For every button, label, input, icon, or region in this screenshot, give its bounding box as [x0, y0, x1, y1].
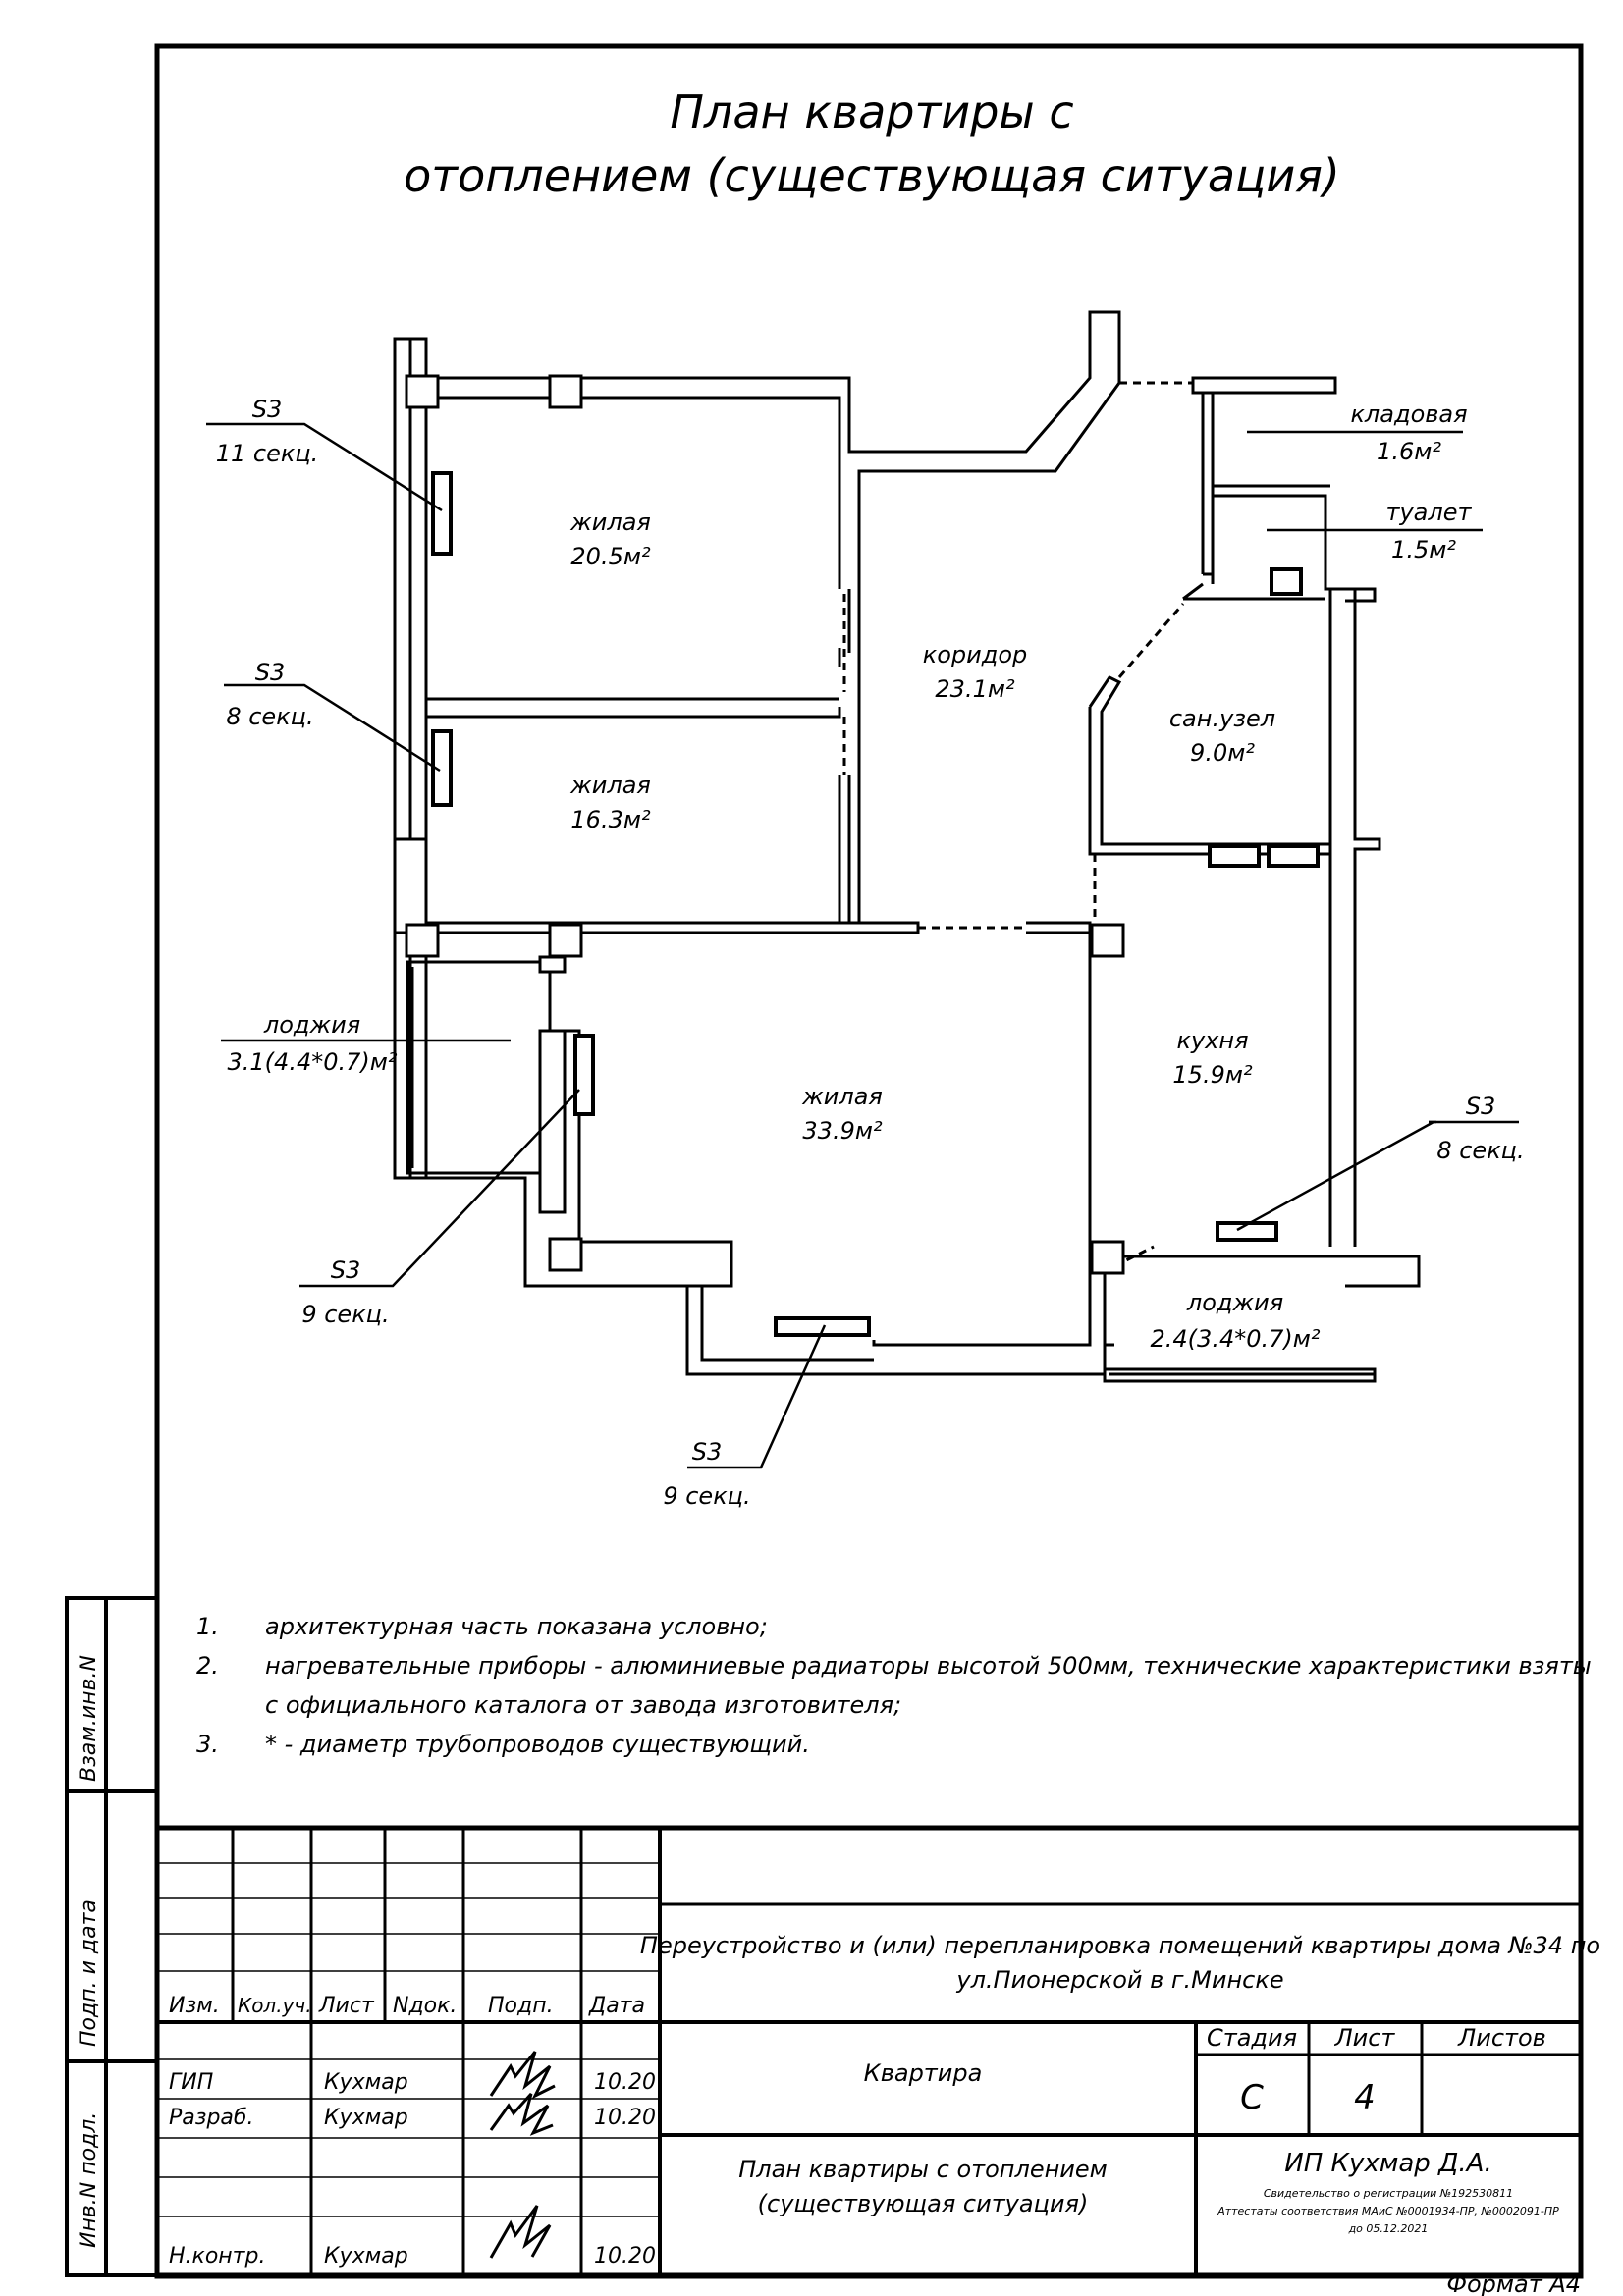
note-2-num: 2. [196, 1652, 219, 1680]
side-vzam-label: Взам.инв.N [77, 1655, 101, 1782]
date-nkontr: 10.20 [594, 2244, 656, 2269]
plan-title-line1: План квартиры с [670, 85, 1073, 138]
signature-mark [489, 2051, 556, 2259]
format-label: Формат А4 [1446, 2270, 1581, 2296]
drawing-name-2: (существующая ситуация) [758, 2190, 1089, 2217]
room-7-area: 3.1(4.4*0.7)м² [228, 1048, 398, 1076]
room-7-name: лоджия [263, 1011, 360, 1039]
room-3-name: коридор [923, 641, 1028, 668]
plan-title-line2: отоплением (существующая ситуация) [404, 149, 1340, 202]
date-gip: 10.20 [594, 2070, 656, 2095]
radiator-5-type: S3 [1466, 1093, 1496, 1120]
stage-value: С [1240, 2078, 1264, 2117]
radiator-3-type: S3 [331, 1256, 361, 1284]
radiator-4-type: S3 [692, 1438, 723, 1466]
radiator-5-sections: 8 секц. [1436, 1137, 1524, 1164]
radiator-3-sections: 9 секц. [301, 1301, 389, 1328]
name-razrab: Кухмар [324, 2106, 408, 2130]
note-1-num: 1. [196, 1613, 219, 1640]
hdr-podp: Подп. [488, 1994, 554, 2018]
room-4-name: кладовая [1350, 400, 1467, 428]
room-1-area: 20.5м² [570, 543, 651, 570]
name-gip: Кухмар [324, 2070, 408, 2095]
radiator-3 [573, 1034, 595, 1116]
role-nkontr: Н.контр. [169, 2244, 265, 2269]
drawing-name-1: План квартиры с отоплением [738, 2156, 1108, 2183]
hdr-koluch: Кол.уч. [238, 1994, 312, 2017]
room-5-name: туалет [1386, 499, 1473, 526]
radiator-4-sections: 9 секц. [663, 1482, 750, 1510]
sheet-value: 4 [1354, 2078, 1376, 2117]
room-4-area: 1.6м² [1377, 438, 1441, 465]
note-2-text: нагревательные приборы - алюминиевые рад… [265, 1652, 1592, 1680]
object-name: Квартира [864, 2059, 983, 2087]
radiator-1 [431, 471, 453, 556]
sheets-label: Листов [1457, 2024, 1546, 2052]
company-name: ИП Кухмар Д.А. [1284, 2149, 1491, 2178]
room-8-area: 33.9м² [802, 1117, 883, 1145]
room-6-area: 9.0м² [1190, 739, 1255, 767]
note-3-num: 3. [196, 1731, 219, 1758]
floor-plan [393, 310, 1421, 1383]
room-6-name: сан.узел [1169, 705, 1275, 732]
radiator-2 [431, 729, 453, 807]
structural-columns [405, 374, 1125, 1275]
cert-line2: Аттестаты соответствия МАиС №0001934-ПР,… [1217, 2205, 1559, 2217]
date-razrab: 10.20 [594, 2106, 656, 2130]
room-2-name: жилая [569, 772, 651, 799]
radiator-2-sections: 8 секц. [226, 703, 313, 730]
room-9-area: 15.9м² [1172, 1061, 1253, 1089]
title-block-grid [154, 1825, 1584, 2278]
note-3-text: * - диаметр трубопроводов существующий. [265, 1731, 810, 1758]
note-1-text: архитектурная часть показана условно; [265, 1613, 768, 1640]
note-2-text2: с официального каталога от завода изгото… [265, 1691, 901, 1719]
room-10-area: 2.4(3.4*0.7)м² [1151, 1325, 1321, 1353]
sheet-label: Лист [1334, 2024, 1396, 2052]
side-inv-label: Инв.N подл. [77, 2112, 101, 2248]
cert-line3: до 05.12.2021 [1348, 2222, 1429, 2235]
cert-line1: Свидетельство о регистрации №192530811 [1264, 2187, 1513, 2200]
name-nkontr: Кухмар [324, 2244, 408, 2269]
room-8-name: жилая [801, 1083, 883, 1110]
room-10-name: лоджия [1186, 1289, 1283, 1316]
role-gip: ГИП [169, 2070, 213, 2095]
room-5-area: 1.5м² [1391, 536, 1456, 563]
radiator-1-type: S3 [252, 396, 283, 423]
hdr-ndok: Nдок. [393, 1994, 457, 2018]
room-2-area: 16.3м² [570, 806, 651, 833]
room-3-area: 23.1м² [935, 675, 1015, 703]
room-1-name: жилая [569, 508, 651, 536]
stage-label: Стадия [1207, 2024, 1297, 2052]
radiator-1-sections: 11 секц. [216, 440, 319, 467]
radiator-4 [774, 1316, 871, 1337]
radiator-2-type: S3 [255, 659, 286, 686]
radiators [431, 471, 1320, 1337]
project-line2: ул.Пионерской в г.Минске [955, 1966, 1283, 1994]
hdr-izm: Изм. [169, 1994, 220, 2018]
hdr-data: Дата [588, 1994, 645, 2018]
role-razrab: Разраб. [169, 2106, 253, 2130]
leader-lines [206, 422, 1519, 1469]
hdr-list: Лист [318, 1994, 375, 2018]
radiator-5 [1216, 1221, 1278, 1242]
project-line1: Переустройство и (или) перепланировка по… [640, 1932, 1600, 1959]
side-podp-label: Подп. и дата [77, 1899, 101, 2047]
room-9-name: кухня [1176, 1027, 1248, 1054]
